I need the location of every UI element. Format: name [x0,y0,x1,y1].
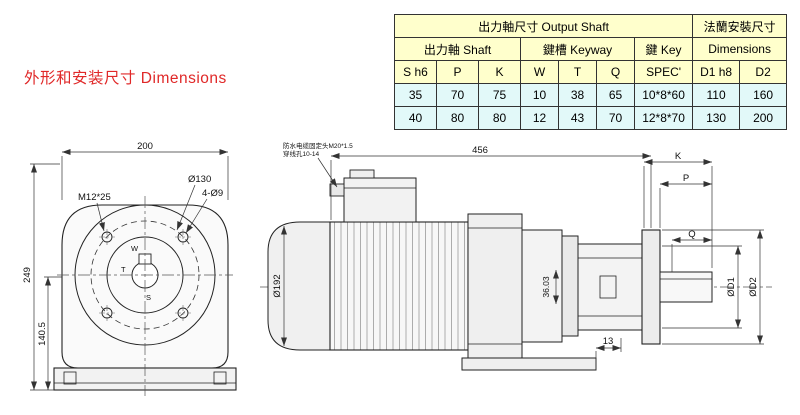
dim-k-label: K [675,151,682,162]
col-s: S h6 [394,60,437,84]
col-w: W [520,60,559,84]
side-view: 456 防水电缆固定头M20*1.5 穿线孔10-14 Ø192 36.03 1… [260,141,772,371]
col-p: P [436,60,479,84]
table-cell: 70 [436,83,479,107]
key-w-label: W [131,244,139,253]
table-cell: 12 [520,106,559,130]
dim-diameter-label: Ø192 [272,274,283,297]
col-d2: D2 [739,60,788,84]
col-q: Q [596,60,635,84]
dim-height-label: 249 [22,267,33,283]
table-cell: 40 [394,106,437,130]
table-cell: 200 [739,106,788,130]
table-cell: 160 [739,83,788,107]
front-view: 200 249 140.5 M12*25 Ø130 4-Ø9 W T S [22,141,237,396]
gearbox-foot [461,357,597,371]
dim-axis-height-label: 140.5 [37,322,48,346]
table-cell: 38 [558,83,597,107]
bolt-spec-label: M12*25 [78,192,111,203]
base-slot-right [213,371,227,385]
header-flange-en: Dimensions [692,37,788,61]
dim-foot-label: 13 [603,336,614,347]
table-cell: 130 [692,106,741,130]
base-slot-left [63,371,77,385]
dim-width-label: 200 [137,141,153,152]
table-cell: 80 [436,106,479,130]
col-k: K [478,60,521,84]
mounting-flange [641,229,661,345]
table-cell: 12*8*70 [633,106,694,130]
col-t: T [558,60,597,84]
key-s-label: S [146,293,151,302]
col-d1: D1 h8 [692,60,741,84]
cable-note-line1: 防水电缆固定头M20*1.5 [283,141,353,150]
table-cell: 65 [596,83,635,107]
table-cell: 75 [478,83,521,107]
table-cell: 110 [692,83,741,107]
gearbox-ring [561,235,579,337]
holes-label: 4-Ø9 [202,188,223,199]
table-group-header-row: 出力軸尺寸 Output Shaft 法蘭安裝尺寸 [393,14,788,38]
table-subheader-row: 出力軸 Shaft 鍵槽 Keyway 鍵 Key Dimensions [394,37,788,61]
table-cell: 80 [478,106,521,130]
gearbox-adapter [467,213,523,359]
cable-gland [329,183,345,197]
header-keyway: 鍵槽 Keyway [520,37,635,61]
table-cell: 70 [596,106,635,130]
technical-drawing: 200 249 140.5 M12*25 Ø130 4-Ø9 W T S [0,138,800,415]
cable-note-line2: 穿线孔10-14 [283,149,320,158]
table-column-header-row: S h6 P K W T Q SPEC' D1 h8 D2 [394,60,788,84]
table-cell: 35 [394,83,437,107]
output-housing [577,243,643,331]
dim-d1-label: ØD1 [726,277,737,297]
dim-d2-label: ØD2 [748,277,759,297]
table-cell: 43 [558,106,597,130]
table-row: 35 70 75 10 38 65 10*8*60 110 160 [394,83,788,107]
table-row: 40 80 80 12 43 70 12*8*70 130 200 [394,106,788,130]
header-output-shaft: 出力軸尺寸 Output Shaft [393,14,694,38]
dim-length-label: 456 [472,145,488,156]
motor-body [329,221,469,351]
dimensions-table: 出力軸尺寸 Output Shaft 法蘭安裝尺寸 出力軸 Shaft 鍵槽 K… [393,14,788,130]
page-title: 外形和安装尺寸 Dimensions [24,70,227,87]
table-cell: 10*8*60 [633,83,694,107]
table-cell: 10 [520,83,559,107]
col-spec: SPEC' [633,60,694,84]
terminal-box [343,177,417,223]
header-shaft: 出力軸 Shaft [394,37,521,61]
output-shaft [659,271,713,303]
key-t-label: T [121,265,126,274]
dim-gear-label: 36.03 [541,276,551,298]
dim-q-label: Q [688,229,695,240]
header-flange-cn: 法蘭安裝尺寸 [692,14,788,38]
centerlines [57,196,233,396]
circle-dia-label: Ø130 [188,174,211,185]
dim-p-label: P [683,173,689,184]
header-key: 鍵 Key [633,37,694,61]
